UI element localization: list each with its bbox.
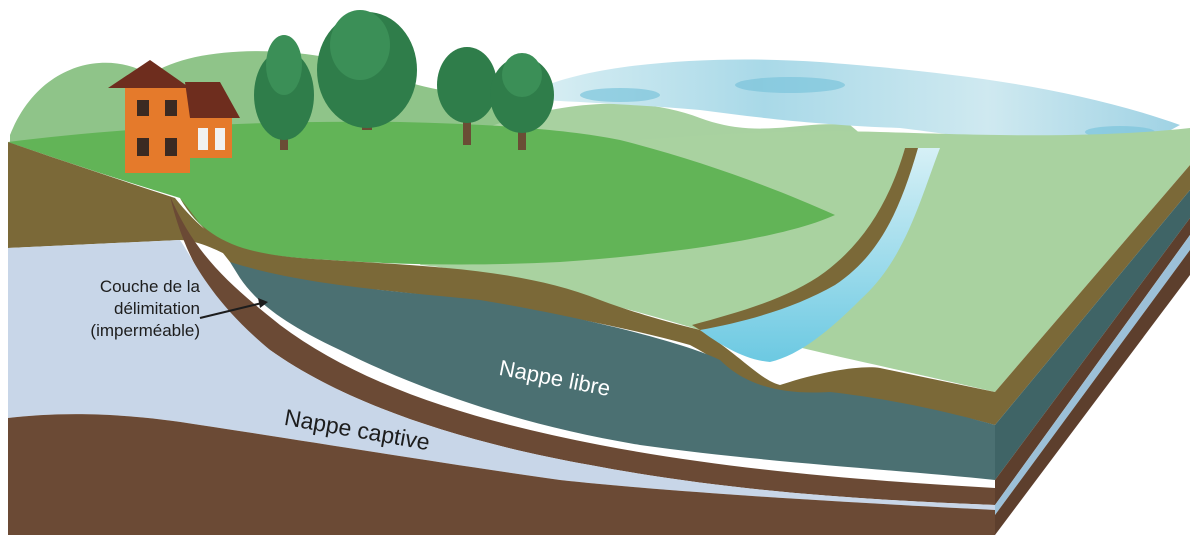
tree-icon [490,53,554,150]
boundary-layer-label-line-1: Couche de la [99,277,200,296]
unconfined-aquifer-right [995,190,1190,480]
unconfined-aquifer [230,262,995,480]
arrow-icon [199,298,268,319]
tree-icon [254,35,314,150]
lake-area [540,59,1180,152]
soil-band-front [180,198,995,425]
boundary-layer-label: Couche de la délimitation (imperméable) [28,276,200,342]
boundary-layer-label-line-3: (imperméable) [90,321,200,340]
river [700,148,940,362]
bedrock-right [995,250,1190,535]
boundary-clay-right [995,218,1190,505]
tree-icon [437,47,497,145]
confined-aquifer [8,240,995,510]
bedrock-layer [8,414,995,535]
soil-layer-left [8,142,260,262]
river-bank [692,148,918,330]
soil-layer-right [995,165,1190,425]
boundary-clay-layer [170,196,995,505]
boundary-layer-label-line-2: délimitation [114,299,200,318]
tree-icon [317,10,417,130]
house-icon [108,60,240,173]
confined-aquifer-right [995,235,1190,515]
